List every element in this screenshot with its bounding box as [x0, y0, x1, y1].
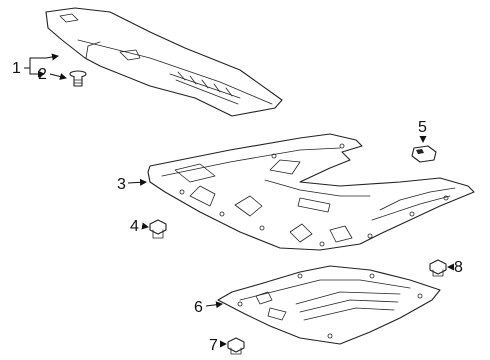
part-8-bolt[interactable]	[429, 259, 447, 277]
callout-3: 3	[117, 176, 126, 193]
callout-7: 7	[209, 337, 218, 354]
part-5-clip-nut[interactable]	[411, 145, 437, 163]
part-3-splash-shield[interactable]	[147, 133, 475, 251]
callout-6: 6	[194, 299, 203, 316]
leader-1b	[30, 53, 59, 61]
leader-6	[205, 301, 223, 309]
leader-2	[49, 73, 67, 80]
part-1-radiator-cover[interactable]	[45, 7, 283, 117]
callout-4: 4	[130, 218, 139, 235]
callout-1: 1	[12, 60, 21, 77]
callout-8: 8	[454, 259, 463, 276]
part-2-push-clip[interactable]	[69, 70, 87, 87]
part-6-under-cover[interactable]	[217, 265, 441, 345]
leader-3	[127, 178, 147, 186]
leader-4	[141, 222, 149, 230]
callout-5: 5	[418, 119, 427, 136]
part-7-bolt[interactable]	[227, 337, 245, 355]
part-4-bolt[interactable]	[149, 219, 167, 239]
